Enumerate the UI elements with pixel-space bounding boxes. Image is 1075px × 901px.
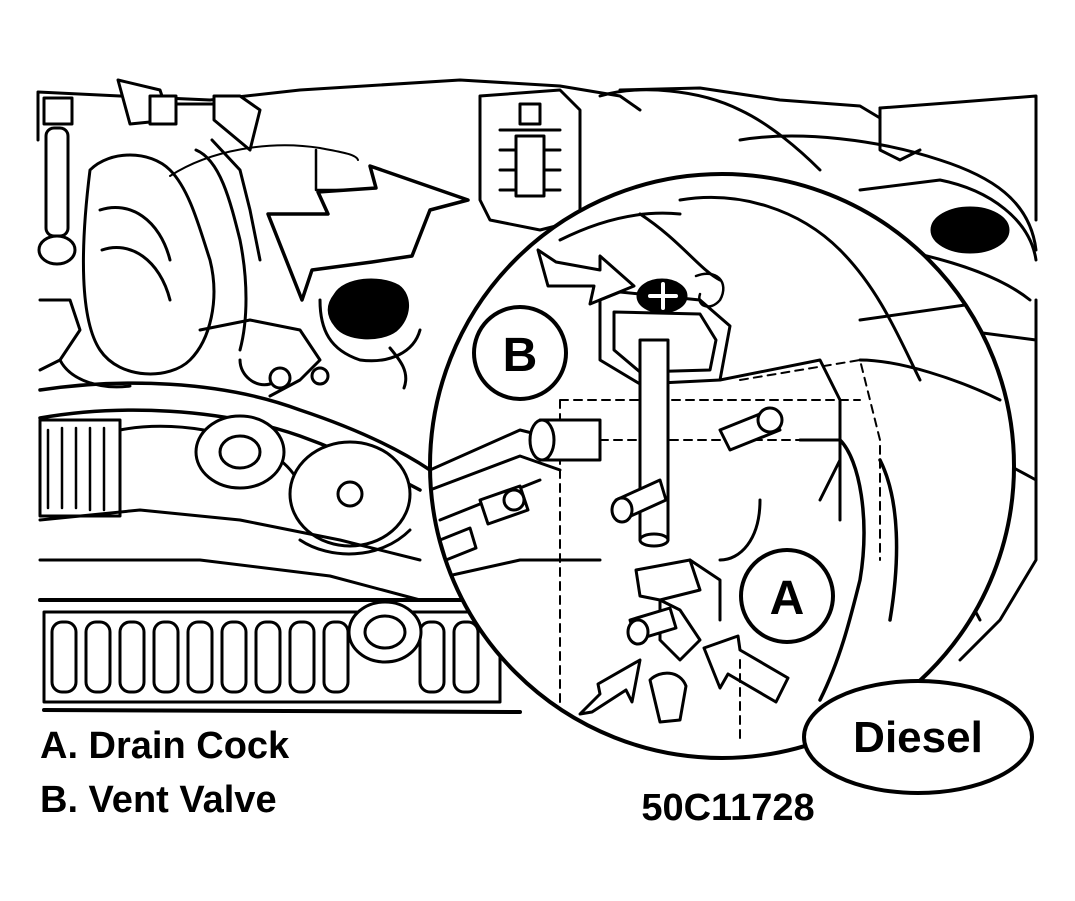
arrow-to-vent-valve bbox=[536, 248, 636, 306]
callout-a-label: A bbox=[770, 572, 805, 625]
callout-b: B bbox=[472, 305, 568, 401]
arrow-from-below bbox=[578, 658, 642, 716]
diesel-badge: Diesel bbox=[802, 679, 1034, 795]
callout-a-circle bbox=[739, 548, 835, 644]
callout-b-label: B bbox=[503, 329, 538, 382]
legend-item-a: A. Drain Cock bbox=[40, 725, 290, 767]
callout-a: A bbox=[739, 548, 835, 644]
diesel-badge-label: Diesel bbox=[853, 713, 983, 762]
legend-item-b: B. Vent Valve bbox=[40, 779, 277, 821]
detail-magnifier bbox=[428, 172, 1016, 760]
legend: A. Drain Cock B. Vent Valve bbox=[40, 725, 290, 821]
callout-b-circle bbox=[472, 305, 568, 401]
diesel-badge-outline bbox=[802, 679, 1034, 795]
arrow-to-drain-cock bbox=[702, 634, 790, 704]
figure-code: 50C11728 bbox=[641, 787, 814, 829]
engine-background-art bbox=[36, 78, 1038, 714]
